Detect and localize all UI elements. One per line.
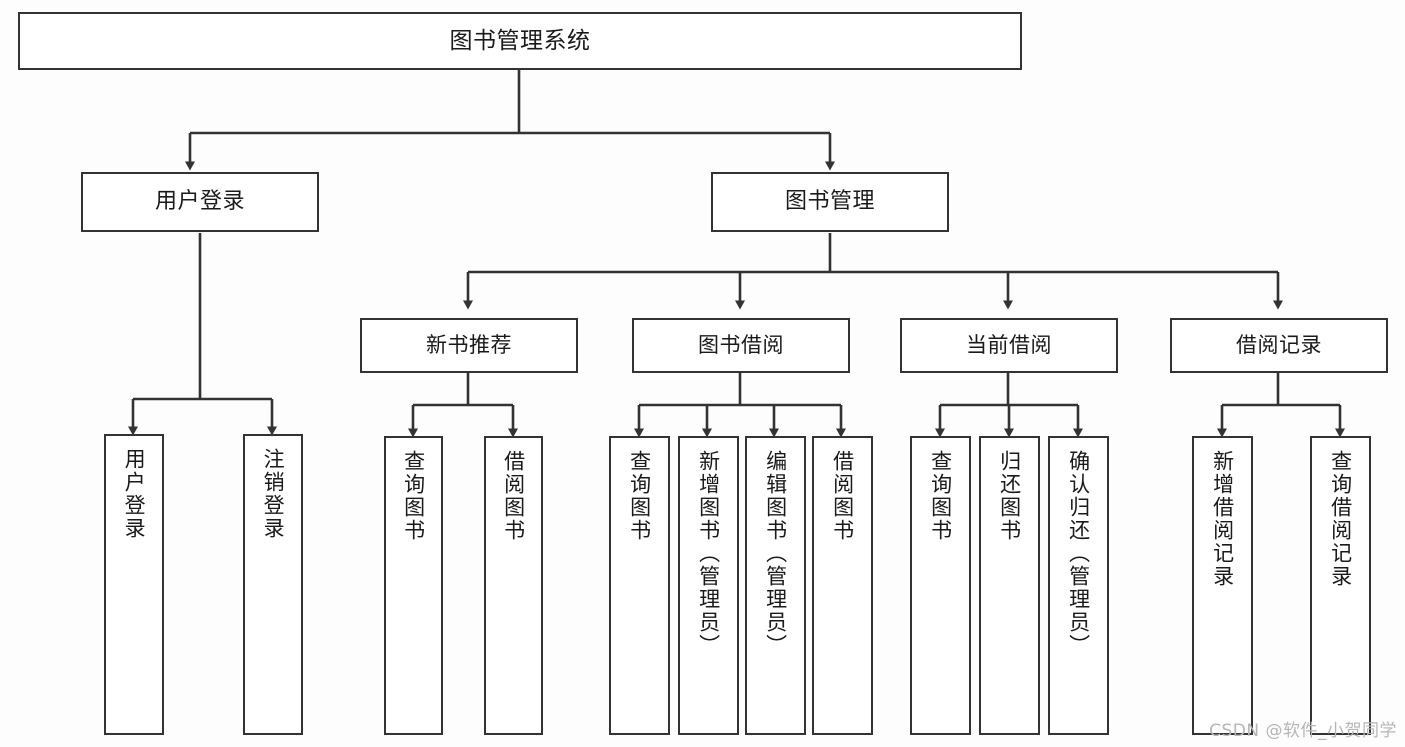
node-leaf-query-book-2[interactable]: 查询图书	[609, 436, 670, 735]
node-leaf-user-login[interactable]: 用户登录	[104, 434, 164, 735]
node-leaf-add-record[interactable]: 新增借阅记录	[1192, 436, 1253, 735]
node-leaf-edit-book-label: 编辑图书（管理员）	[763, 450, 788, 657]
node-leaf-borrow-book-1-label: 借阅图书	[501, 450, 526, 542]
node-leaf-confirm-return-label: 确认归还（管理员）	[1066, 450, 1091, 657]
node-book-borrow-label: 图书借阅	[698, 333, 784, 358]
node-leaf-query-record-label: 查询借阅记录	[1328, 450, 1353, 588]
node-leaf-query-book-3[interactable]: 查询图书	[910, 436, 971, 735]
node-current-borrow[interactable]: 当前借阅	[900, 318, 1118, 373]
node-leaf-borrow-book-2[interactable]: 借阅图书	[812, 436, 873, 735]
node-root-label: 图书管理系统	[449, 27, 591, 54]
node-leaf-query-book-1-label: 查询图书	[401, 450, 426, 542]
node-leaf-add-book-label: 新增图书（管理员）	[696, 450, 721, 657]
node-leaf-borrow-book-2-label: 借阅图书	[830, 450, 855, 542]
node-current-borrow-label: 当前借阅	[966, 333, 1052, 358]
node-leaf-user-logout[interactable]: 注销登录	[243, 434, 303, 735]
node-leaf-user-login-label: 用户登录	[122, 448, 147, 540]
node-book-manage-label: 图书管理	[784, 189, 875, 215]
node-borrow-record-label: 借阅记录	[1236, 333, 1322, 358]
node-leaf-return-book-label: 归还图书	[997, 450, 1022, 542]
node-leaf-query-book-2-label: 查询图书	[627, 450, 652, 542]
node-root[interactable]: 图书管理系统	[18, 12, 1022, 70]
node-book-borrow[interactable]: 图书借阅	[632, 318, 850, 373]
node-leaf-query-record[interactable]: 查询借阅记录	[1310, 436, 1371, 735]
node-leaf-query-book-3-label: 查询图书	[928, 450, 953, 542]
node-user-login-label: 用户登录	[154, 189, 245, 215]
node-book-manage[interactable]: 图书管理	[711, 172, 949, 232]
node-leaf-return-book[interactable]: 归还图书	[979, 436, 1040, 735]
node-leaf-edit-book[interactable]: 编辑图书（管理员）	[745, 436, 806, 735]
csdn-watermark: CSDN @软件_小贺同学	[1209, 721, 1397, 741]
node-borrow-record[interactable]: 借阅记录	[1170, 318, 1388, 373]
node-leaf-borrow-book-1[interactable]: 借阅图书	[484, 436, 543, 735]
node-user-login[interactable]: 用户登录	[81, 172, 319, 232]
node-leaf-confirm-return[interactable]: 确认归还（管理员）	[1048, 436, 1109, 735]
node-leaf-add-book[interactable]: 新增图书（管理员）	[678, 436, 739, 735]
node-leaf-query-book-1[interactable]: 查询图书	[384, 436, 443, 735]
node-new-book-recommend[interactable]: 新书推荐	[360, 318, 578, 373]
node-new-book-recommend-label: 新书推荐	[426, 333, 512, 358]
node-leaf-add-record-label: 新增借阅记录	[1210, 450, 1235, 588]
node-leaf-user-logout-label: 注销登录	[261, 448, 286, 540]
